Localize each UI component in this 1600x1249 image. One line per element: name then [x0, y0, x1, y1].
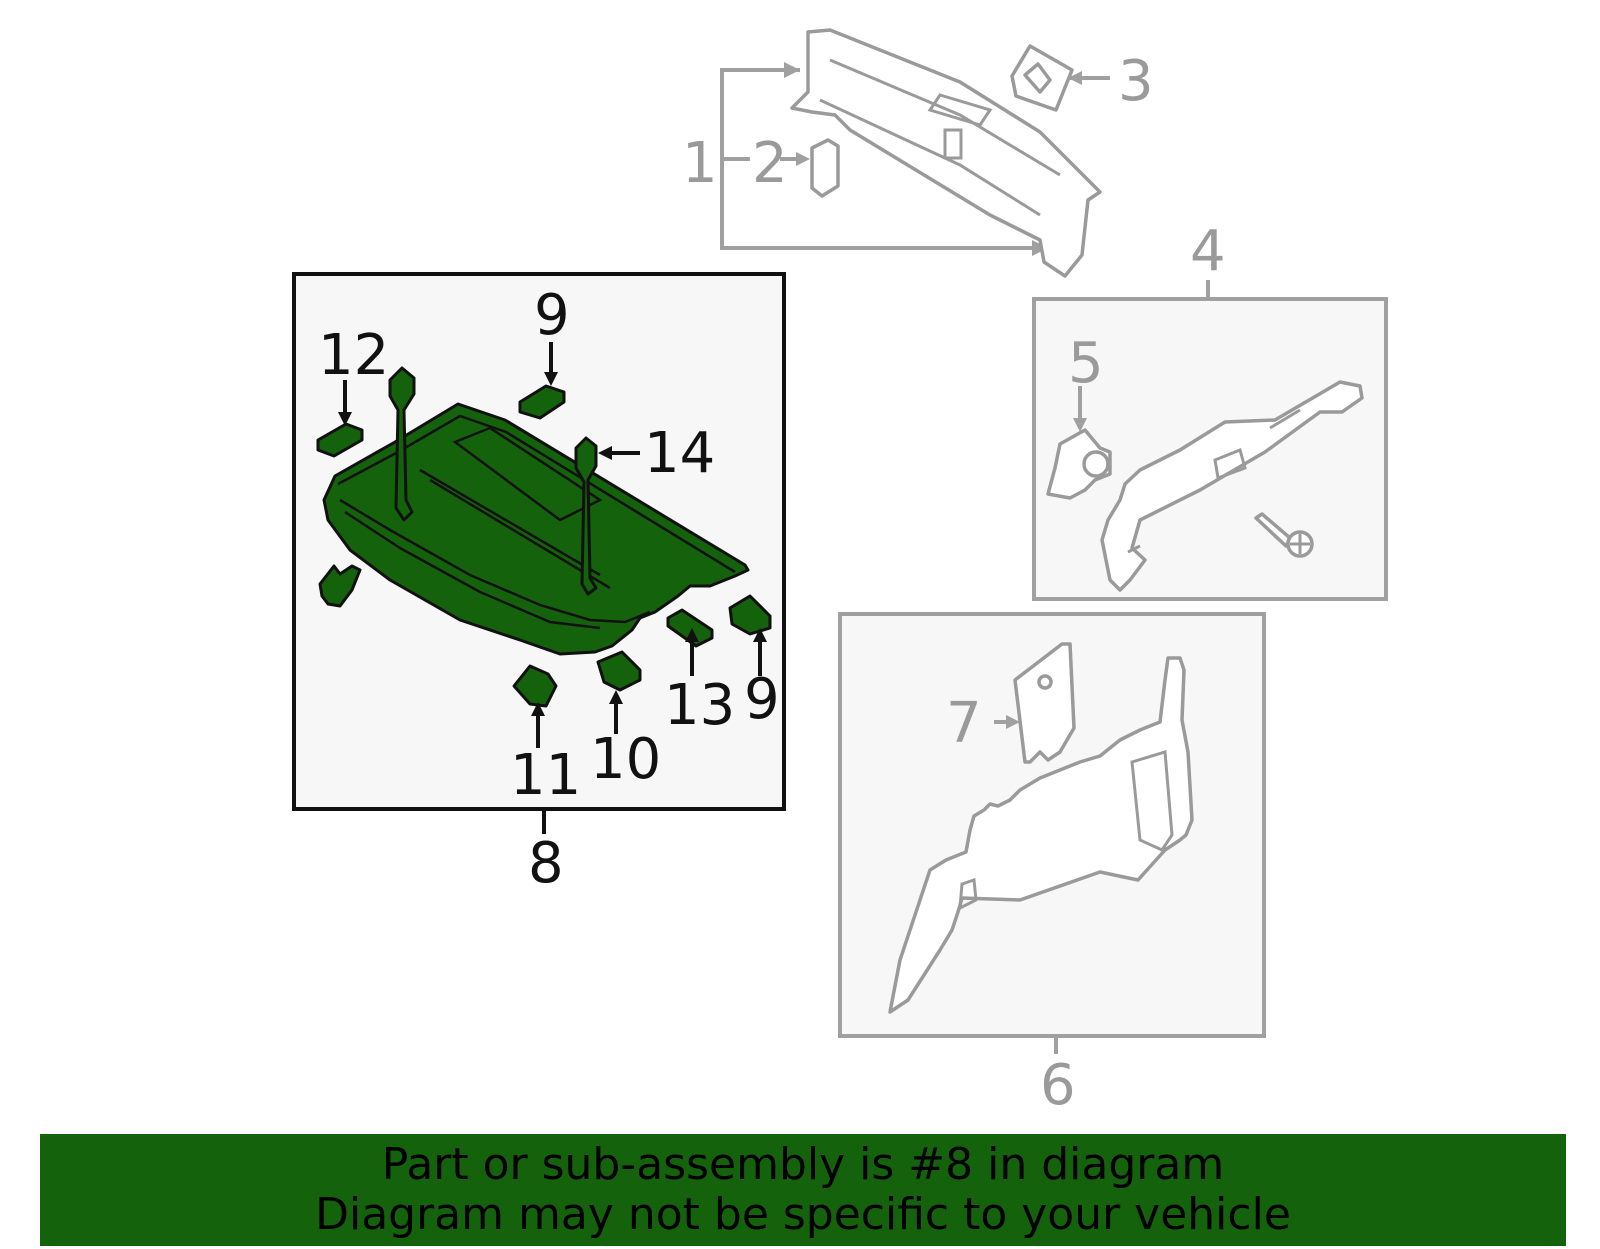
callout-10: 10 [590, 727, 661, 792]
arrow-head-7 [1006, 715, 1020, 729]
callout-1: 1 [682, 131, 718, 196]
side-trim-part-4 [1100, 380, 1364, 592]
quarter-trim-window [958, 877, 978, 911]
callout-12: 12 [318, 323, 389, 388]
callout-14: 14 [644, 421, 715, 486]
clip-part-5-knob [1082, 450, 1110, 478]
arrow-head-9-top [544, 372, 558, 386]
package-tray-groove [419, 426, 611, 590]
clip-part-9-top [518, 384, 566, 420]
rear-trim-panel-groove [819, 58, 1061, 217]
callout-2: 2 [752, 131, 788, 196]
clip-part-11 [512, 664, 558, 708]
arrow-head-3 [1068, 71, 1082, 85]
screw-slot [1290, 534, 1310, 554]
clip-part-10 [596, 650, 642, 692]
callout-4: 4 [1190, 219, 1226, 284]
callout-7: 7 [946, 691, 982, 756]
arrow-head-13 [685, 628, 699, 642]
arrow-head-1a [784, 62, 800, 78]
trim-cover-part-7 [1013, 642, 1076, 764]
box-8-group [292, 272, 786, 834]
arrow-head-11 [531, 702, 545, 716]
trim-panel-group [720, 28, 1110, 278]
banner-line-2: Diagram may not be specific to your vehi… [315, 1189, 1291, 1240]
callout-11: 11 [510, 743, 581, 808]
callout-6: 6 [1040, 1053, 1076, 1118]
support-rod-left [388, 366, 416, 522]
clip-part-9-bottom [728, 594, 772, 636]
rear-trim-panel-slot [943, 128, 963, 160]
box-4-group [1032, 280, 1388, 601]
arrow-head-2 [796, 152, 810, 166]
callout-5: 5 [1068, 331, 1104, 396]
package-tray [322, 402, 750, 656]
clip-part-3 [1010, 44, 1074, 112]
callout-9-bottom: 9 [744, 667, 780, 732]
clip-part-5 [1046, 428, 1112, 500]
side-trim-part-4-detail [1127, 408, 1301, 554]
banner-line-1: Part or sub-assembly is #8 in diagram [381, 1139, 1225, 1190]
arrow-head-14 [598, 446, 612, 460]
info-banner: Part or sub-assembly is #8 in diagram Di… [40, 1134, 1566, 1246]
clip-part-13 [666, 608, 714, 648]
callout-13: 13 [664, 673, 735, 738]
quarter-trim-pocket [1130, 750, 1174, 852]
arrow-head-10 [609, 690, 623, 704]
quarter-trim-part-6 [888, 656, 1194, 1014]
box-6-group [838, 612, 1266, 1054]
callout-8: 8 [528, 831, 564, 896]
arrow-head-5 [1073, 418, 1087, 432]
callout-9-top: 9 [534, 283, 570, 348]
support-rod-right [574, 436, 598, 596]
callout-3: 3 [1118, 49, 1154, 114]
trim-cover-hole [1037, 674, 1053, 690]
arrow-head-9-bottom [753, 628, 767, 642]
clip-part-left [318, 564, 362, 608]
clip-part-2 [810, 138, 840, 198]
arrow-head-12 [338, 412, 352, 426]
